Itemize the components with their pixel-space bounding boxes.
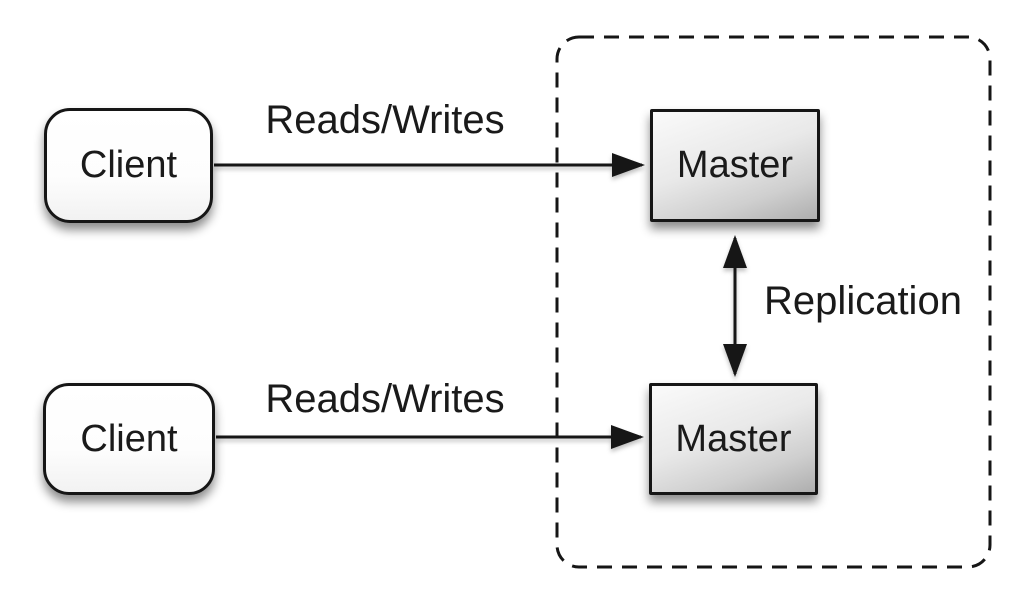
replication-label: Replication bbox=[764, 279, 962, 323]
reads-writes-label-top: Reads/Writes bbox=[265, 98, 505, 142]
master-node-top-label: Master bbox=[676, 144, 794, 186]
master-node-bottom: Master bbox=[649, 383, 818, 495]
client-node-top-label: Client bbox=[79, 144, 178, 186]
master-node-bottom-label: Master bbox=[675, 417, 792, 460]
cluster-boundary bbox=[555, 35, 992, 569]
master-node-top: Master bbox=[650, 109, 820, 222]
arrow-group bbox=[214, 153, 747, 449]
client-node-bottom-label: Client bbox=[80, 417, 178, 460]
client-node-top: Client bbox=[44, 108, 213, 223]
reads-writes-label-bottom: Reads/Writes bbox=[265, 377, 505, 421]
client-node-bottom: Client bbox=[43, 383, 215, 495]
